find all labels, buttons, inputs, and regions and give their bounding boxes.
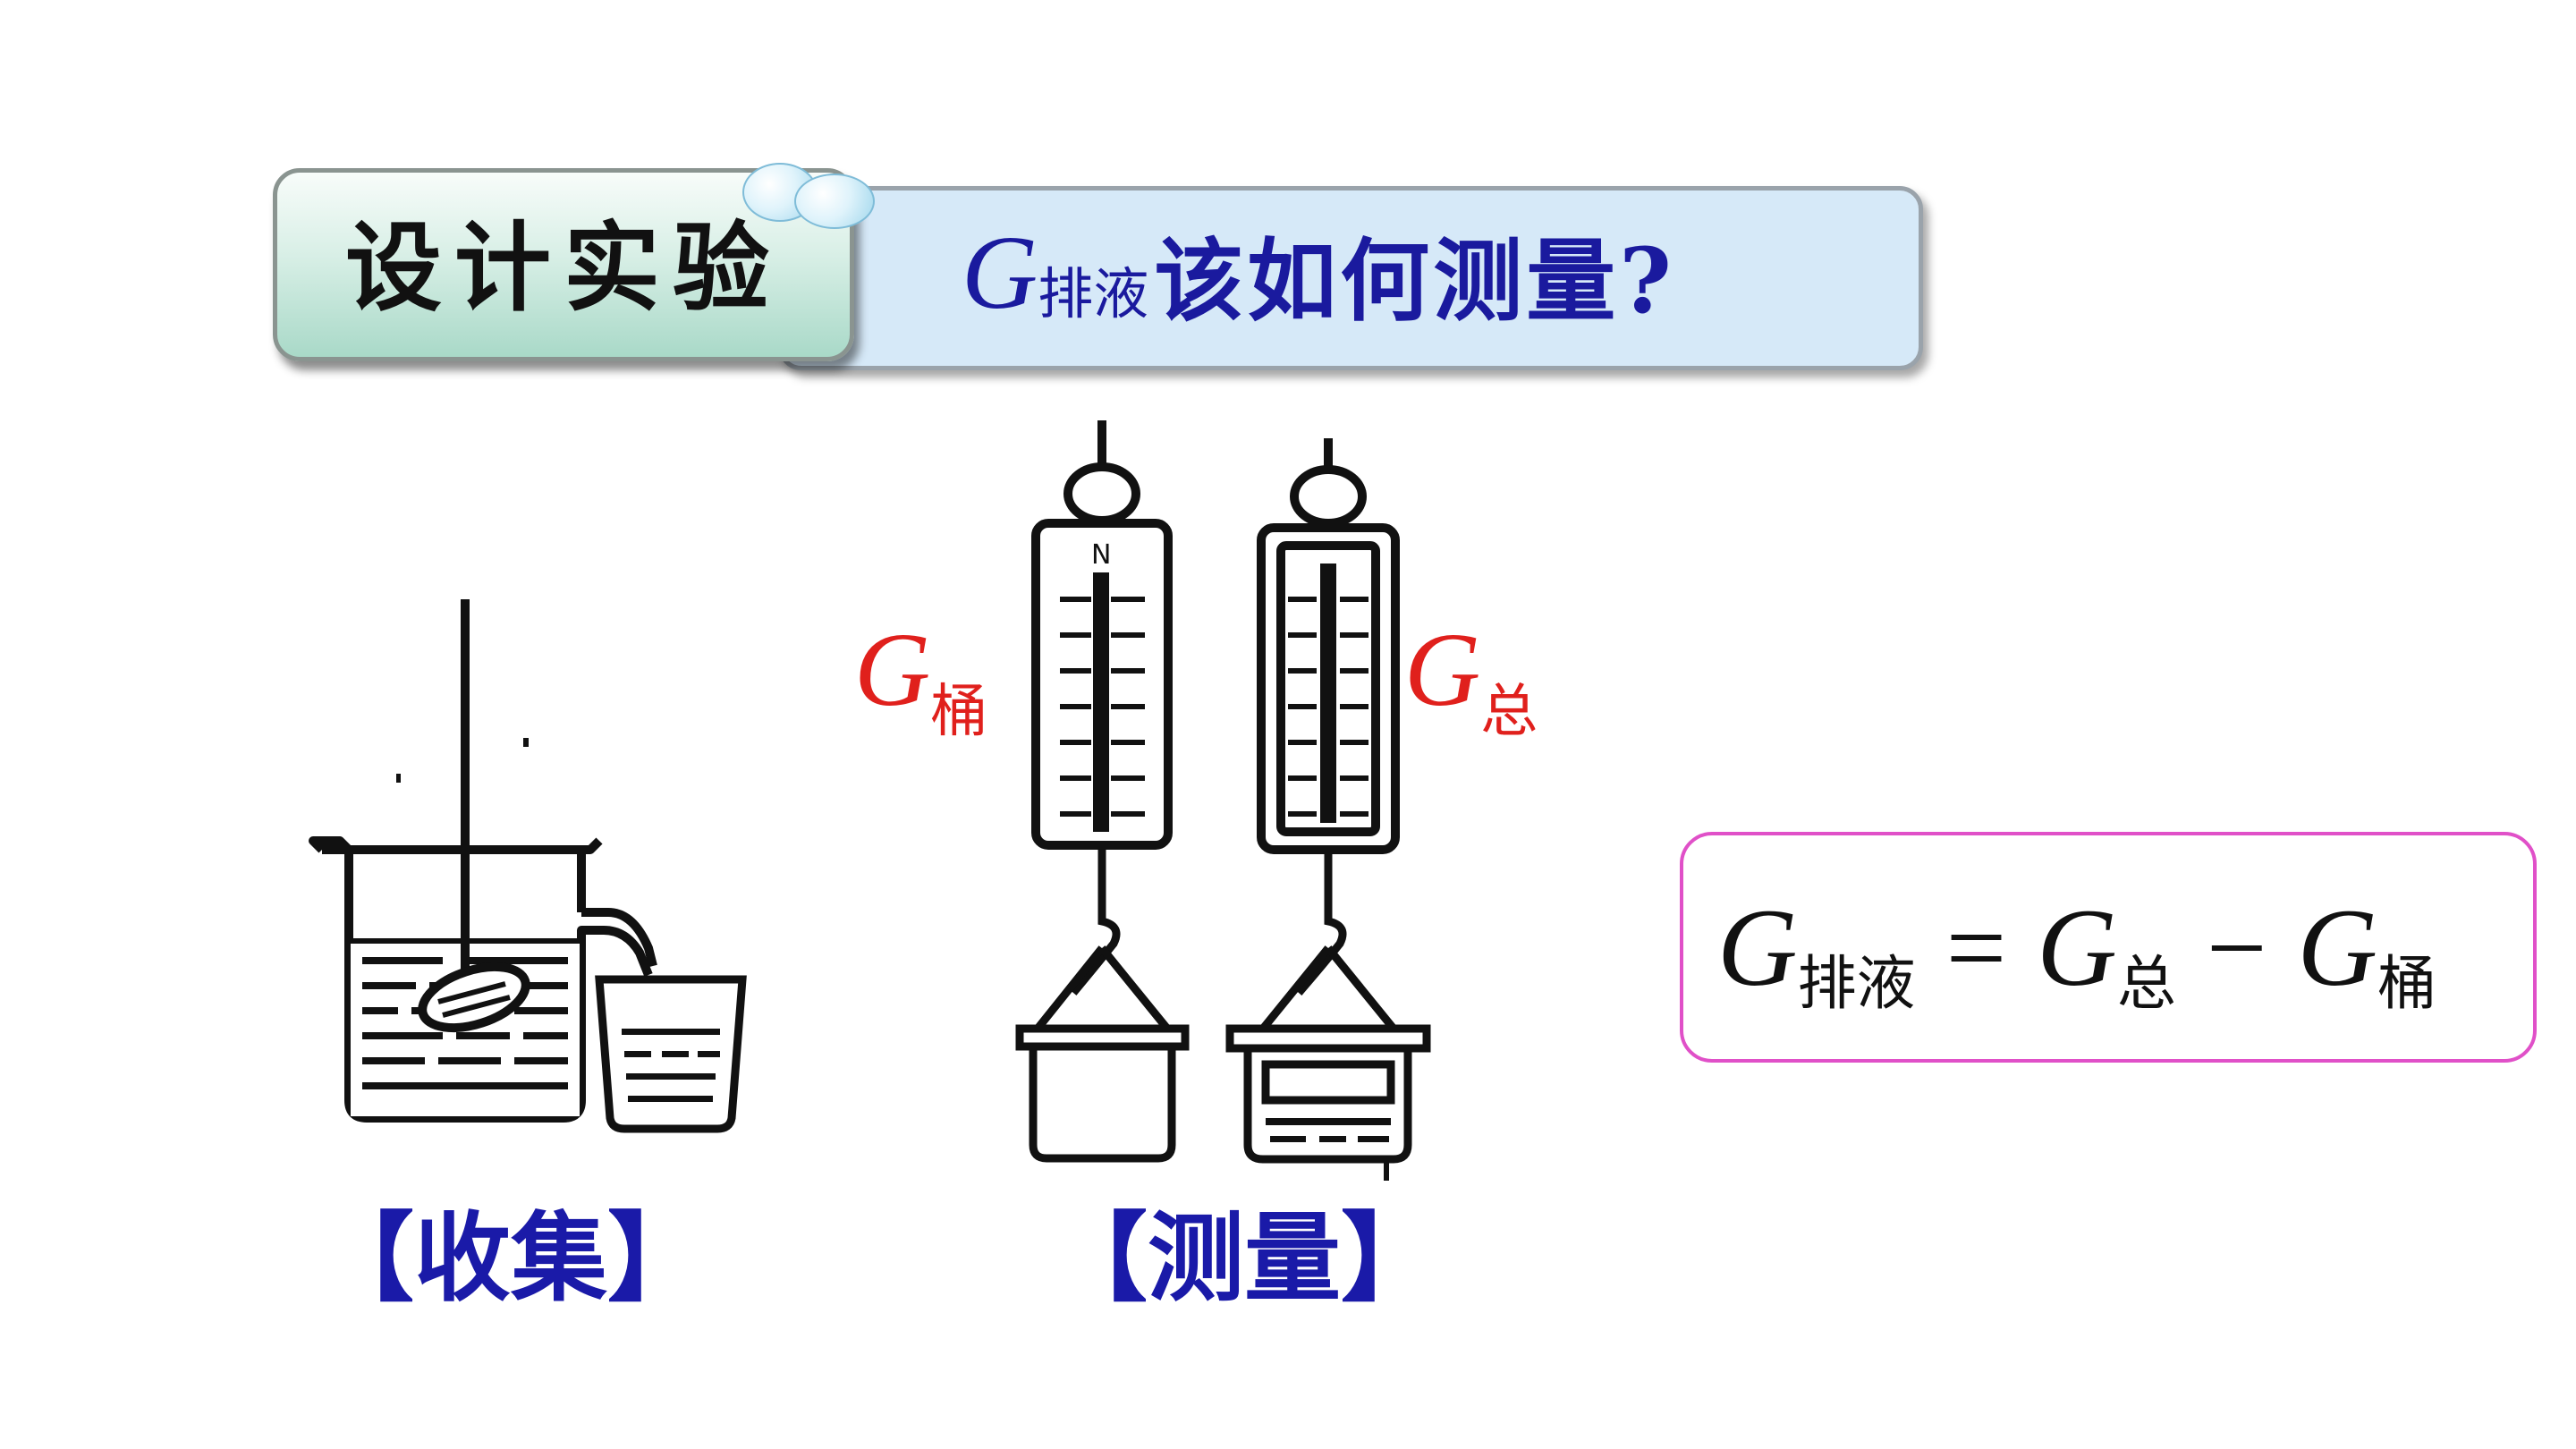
overflow-beaker-illustration bbox=[309, 599, 747, 1133]
label-g-total: G 总 bbox=[1404, 611, 1538, 746]
question-banner bbox=[778, 186, 1923, 370]
label-g-bucket-symbol: G bbox=[854, 611, 931, 728]
formula-term2-subscript: 桶 bbox=[2377, 949, 2437, 1018]
formula-box bbox=[1680, 832, 2537, 1063]
label-g-bucket-subscript: 桶 bbox=[930, 679, 988, 745]
caption-collect: 【收集】 bbox=[318, 1202, 705, 1315]
formula-term1-symbol: G bbox=[2037, 886, 2117, 1009]
formula-lhs-symbol: G bbox=[1717, 886, 1798, 1009]
label-g-total-symbol: G bbox=[1404, 611, 1481, 728]
label-g-bucket: G 桶 bbox=[854, 611, 987, 746]
buoyancy-formula: G 排液 = G 总 − G 桶 bbox=[1717, 859, 2436, 1038]
formula-minus: − bbox=[2206, 888, 2267, 1007]
question-subscript: 排液 bbox=[1038, 261, 1149, 326]
formula-lhs-subscript: 排液 bbox=[1797, 949, 1916, 1018]
formula-term1-subscript: 总 bbox=[2116, 949, 2176, 1018]
question-symbol: G bbox=[962, 214, 1038, 331]
caption-measure: 【测量】 bbox=[1051, 1202, 1438, 1315]
question-text: 该如何测量? bbox=[1154, 227, 1675, 334]
spring-scale-empty-bucket: N bbox=[1015, 420, 1190, 1163]
scale-unit-label: N bbox=[1091, 539, 1111, 571]
section-title: 设计实验 bbox=[344, 212, 782, 325]
question-heading: G 排液 该如何测量? bbox=[962, 197, 1675, 349]
label-g-total-subscript: 总 bbox=[1480, 679, 1538, 745]
formula-equals: = bbox=[1945, 888, 2007, 1007]
bubble-decoration-small bbox=[794, 174, 875, 229]
spring-scale-full-bucket bbox=[1225, 438, 1431, 1181]
formula-term2-symbol: G bbox=[2297, 886, 2378, 1009]
